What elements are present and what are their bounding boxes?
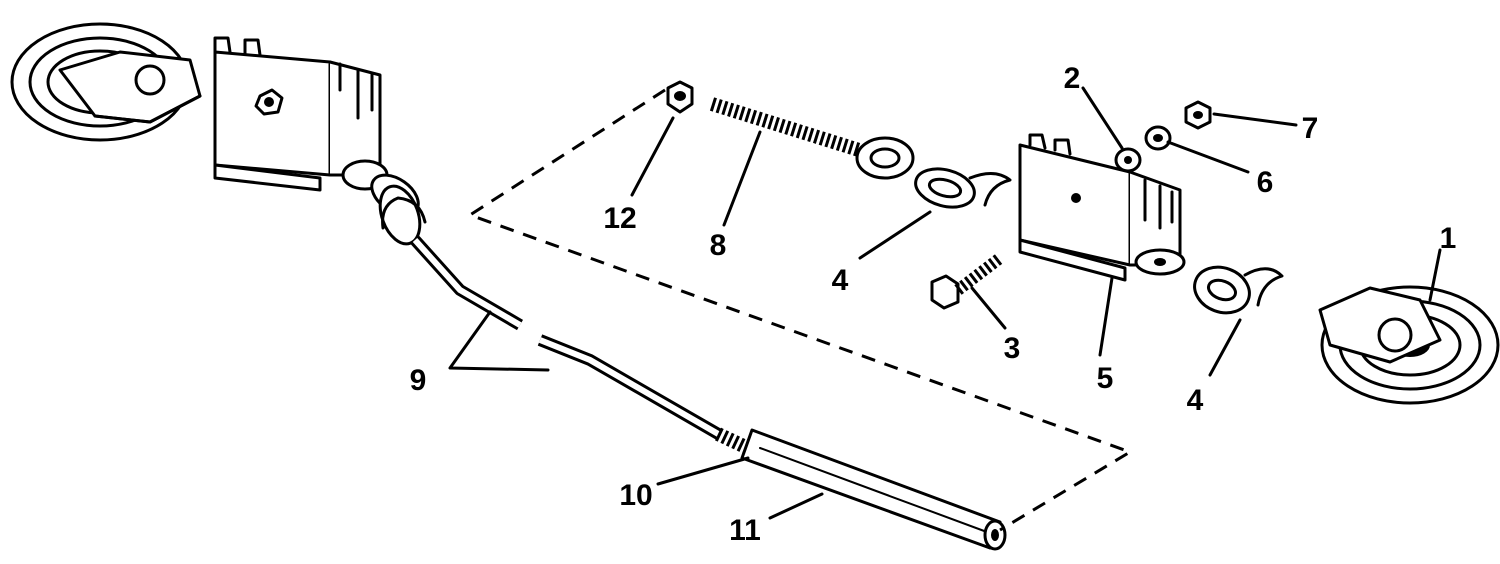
callout-5: 5 xyxy=(1097,362,1114,395)
left-chain-link xyxy=(341,159,427,246)
link-4-lower xyxy=(1193,265,1284,315)
left-pulley-assembly xyxy=(10,22,202,142)
assembly-dashed-outline xyxy=(466,88,1134,532)
callout-11: 11 xyxy=(729,514,761,547)
lock-washer-6 xyxy=(1144,125,1172,151)
right-bracket-5 xyxy=(1018,133,1186,282)
link-4-upper xyxy=(914,167,1012,209)
callout-10: 10 xyxy=(619,479,652,512)
tension-rod-lower xyxy=(537,334,723,441)
handle-sleeve-11 xyxy=(740,428,1007,551)
callout-12: 12 xyxy=(603,202,636,235)
callout-3: 3 xyxy=(1004,332,1021,365)
callout-4b: 4 xyxy=(1187,384,1204,417)
callout-8: 8 xyxy=(710,229,727,262)
eye-bolt-8 xyxy=(709,97,915,180)
pulley-1 xyxy=(1318,285,1500,405)
nut-7 xyxy=(1184,100,1212,130)
leader-lines xyxy=(448,86,1442,520)
washer-2 xyxy=(1114,147,1142,173)
tension-rod-upper xyxy=(410,235,524,331)
callout-6: 6 xyxy=(1257,166,1274,199)
callout-1: 1 xyxy=(1440,222,1457,255)
callout-7: 7 xyxy=(1302,112,1319,145)
cap-screw-3 xyxy=(930,253,1004,310)
callout-2: 2 xyxy=(1064,62,1081,95)
callout-4a: 4 xyxy=(832,264,849,297)
callout-9: 9 xyxy=(410,364,427,397)
nut-12 xyxy=(666,80,694,114)
